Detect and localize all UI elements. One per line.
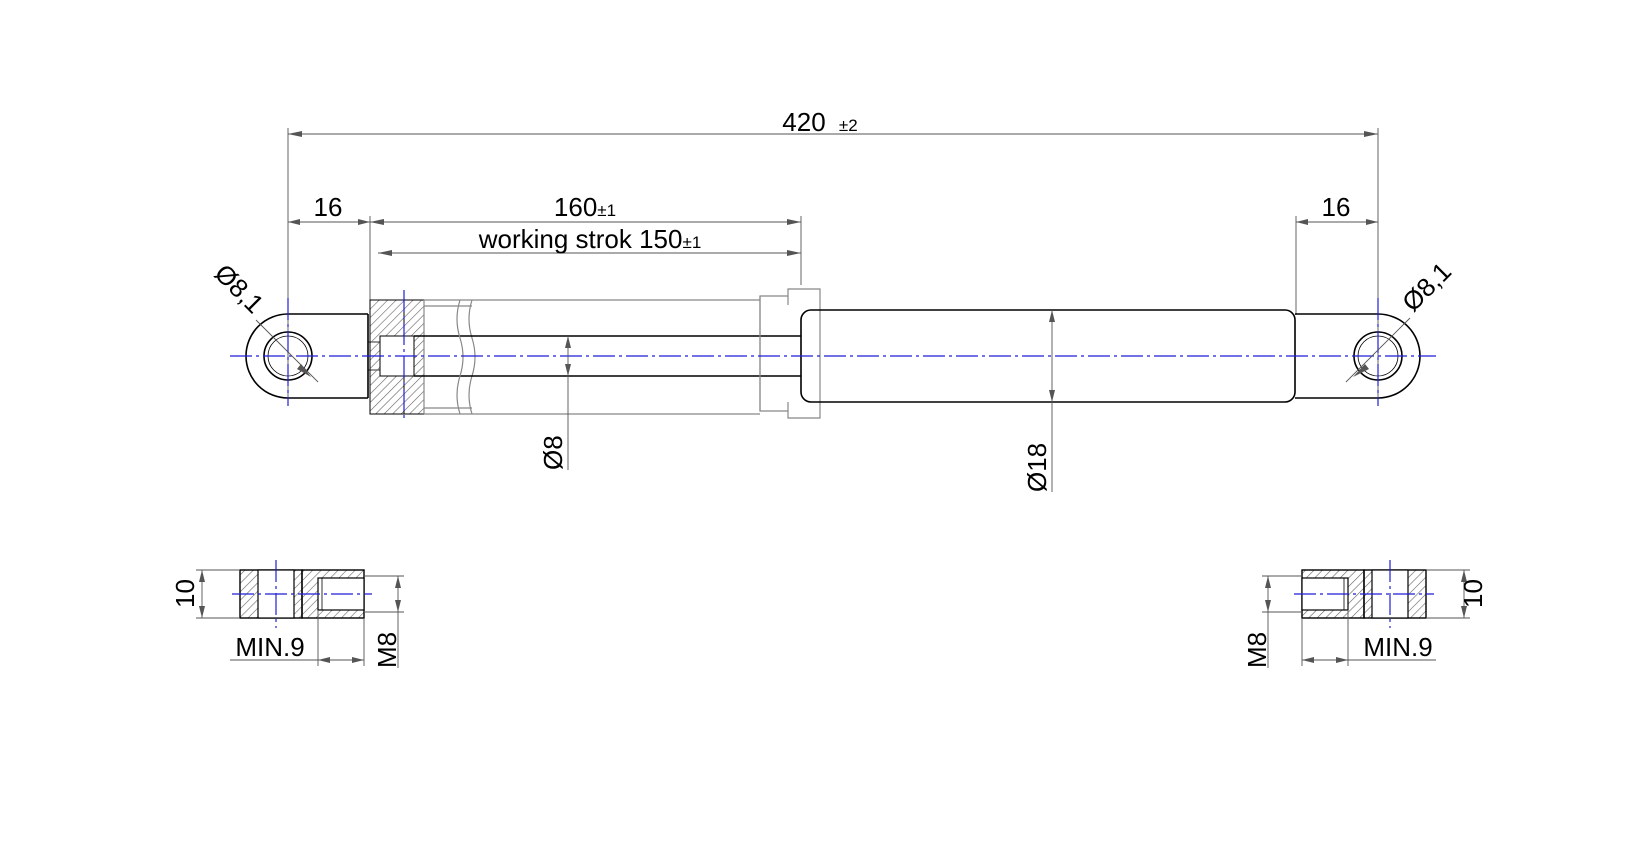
right-end-detail: 10 M8 MIN.9 xyxy=(1242,560,1488,668)
rod-diameter-value: Ø8 xyxy=(538,435,568,470)
working-stroke-tolerance: ±1 xyxy=(682,233,701,252)
tube-guide-outline xyxy=(759,288,821,419)
piston-rod xyxy=(414,299,801,415)
right-detail-height-value: 10 xyxy=(1458,579,1488,608)
left-detail-depth-value: MIN.9 xyxy=(235,632,304,662)
right-end-length-dimension: 16 xyxy=(1295,192,1378,315)
extended-dimension: 160±1 xyxy=(370,192,802,285)
svg-text:working strok 150±1: working strok 150±1 xyxy=(478,224,702,254)
extended-tolerance: ±1 xyxy=(597,201,616,220)
total-length-tolerance: ±2 xyxy=(839,116,858,135)
left-eye-diameter-dimension: Ø8,1 xyxy=(209,258,319,383)
overall-length-dimension: 420 ±2 xyxy=(287,107,1379,400)
tube-diameter-dimension: Ø18 xyxy=(1022,310,1055,492)
extended-value: 160 xyxy=(554,192,597,222)
right-detail-depth-value: MIN.9 xyxy=(1363,632,1432,662)
right-end-length-value: 16 xyxy=(1322,192,1351,222)
svg-text:420 ±2: 420 ±2 xyxy=(782,107,857,137)
left-end-detail: 10 M8 MIN.9 xyxy=(170,560,404,668)
working-stroke-dimension: working strok 150±1 xyxy=(378,224,801,256)
left-detail-height-value: 10 xyxy=(170,579,200,608)
rod-collar-section xyxy=(369,299,476,415)
right-detail-thread-value: M8 xyxy=(1242,632,1272,668)
left-detail-thread-value: M8 xyxy=(372,632,402,668)
left-end-length-dimension: 16 xyxy=(288,192,371,300)
total-length-value: 420 xyxy=(782,107,825,137)
rod-diameter-dimension: Ø8 xyxy=(538,336,571,470)
left-end-length-value: 16 xyxy=(314,192,343,222)
svg-text:160±1: 160±1 xyxy=(554,192,616,222)
tube-diameter-value: Ø18 xyxy=(1022,443,1052,492)
working-stroke-label: working strok 150 xyxy=(478,224,683,254)
right-eye-diameter-value: Ø8,1 xyxy=(1396,256,1457,317)
left-eye-diameter-value: Ø8,1 xyxy=(209,258,270,319)
